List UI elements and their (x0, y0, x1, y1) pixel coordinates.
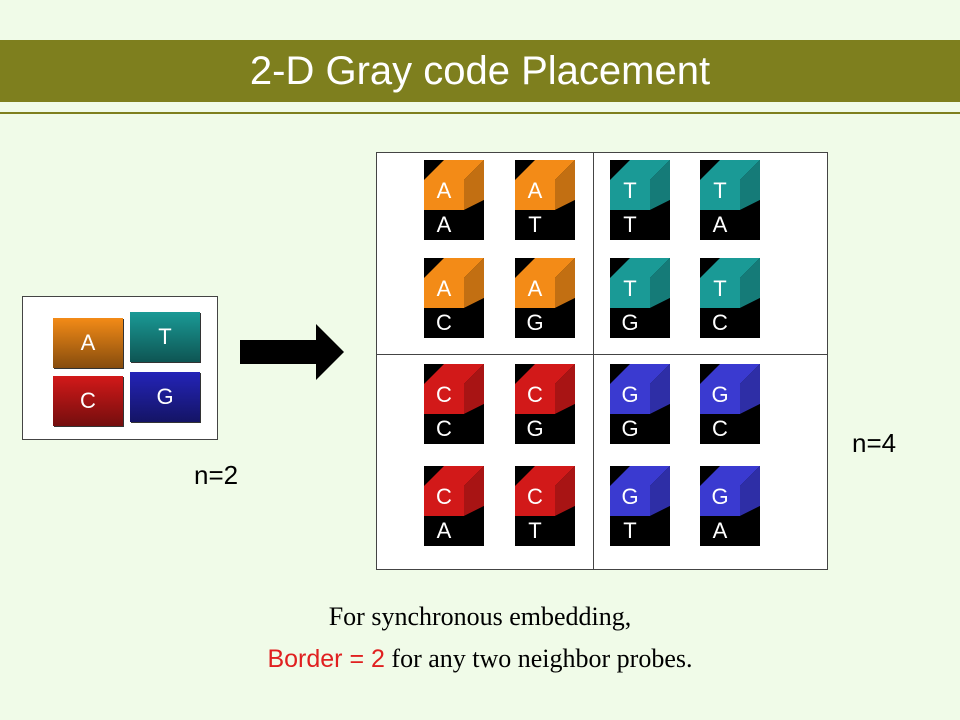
probe-top-letter: T (623, 276, 637, 301)
probe-bottom-letter: C (712, 310, 728, 335)
probe-top-letter: T (713, 276, 727, 301)
probe-bottom-letter: T (623, 518, 637, 543)
probe-top-letter: C (436, 382, 452, 407)
small-cell-letter: C (80, 388, 96, 413)
probe-top-letter: G (621, 484, 639, 509)
probe-top-letter: A (527, 276, 543, 301)
probe-bottom-letter: A (712, 518, 728, 543)
probe-bottom-letter: T (528, 212, 542, 237)
probe-top-letter: T (623, 178, 637, 203)
probe-top-letter: C (527, 382, 543, 407)
small-cell-g: G (130, 372, 200, 422)
probe-top-letter: G (711, 484, 729, 509)
page-title: 2-D Gray code Placement (249, 48, 711, 93)
large-grid-label: n=4 (852, 428, 897, 458)
probe-bottom-letter: G (526, 310, 544, 335)
probe-bottom-letter: T (528, 518, 542, 543)
small-grid-label: n=2 (194, 460, 239, 490)
probe-bottom-letter: G (621, 310, 639, 335)
probe-top-letter: C (527, 484, 543, 509)
probe-bottom-letter: C (712, 416, 728, 441)
small-cell-letter: T (158, 324, 172, 349)
probe-bottom-letter: G (526, 416, 544, 441)
caption-line-2: Border = 2 for any two neighbor probes. (0, 644, 960, 674)
probe-top-letter: G (621, 382, 639, 407)
caption-line-1: For synchronous embedding, (328, 602, 632, 631)
probe-bottom-letter: G (621, 416, 639, 441)
probe-bottom-letter: A (436, 518, 452, 543)
probe-bottom-letter: A (436, 212, 452, 237)
probe-bottom-letter: T (623, 212, 637, 237)
probe-top-letter: T (713, 178, 727, 203)
small-cell-letter: A (80, 330, 96, 355)
title-bar: 2-D Gray code Placement (0, 40, 960, 102)
border-highlight: Border = 2 (267, 645, 385, 673)
probe-bottom-letter: C (436, 310, 452, 335)
probe-top-letter: A (527, 178, 543, 203)
probe-top-letter: G (711, 382, 729, 407)
small-cell-c: C (53, 376, 123, 426)
right-arrow-icon (240, 324, 344, 380)
probe-top-letter: A (436, 178, 452, 203)
grid-divider-horizontal (376, 354, 828, 355)
small-cell-letter: G (156, 384, 174, 409)
caption-line-2-rest: for any two neighbor probes. (384, 644, 693, 673)
probe-top-letter: A (436, 276, 452, 301)
small-cell-t: T (130, 312, 200, 362)
probe-bottom-letter: A (712, 212, 728, 237)
title-underline (0, 112, 960, 114)
probe-bottom-letter: C (436, 416, 452, 441)
probe-top-letter: C (436, 484, 452, 509)
grid-divider-vertical (593, 152, 594, 570)
small-cell-a: A (53, 318, 123, 368)
